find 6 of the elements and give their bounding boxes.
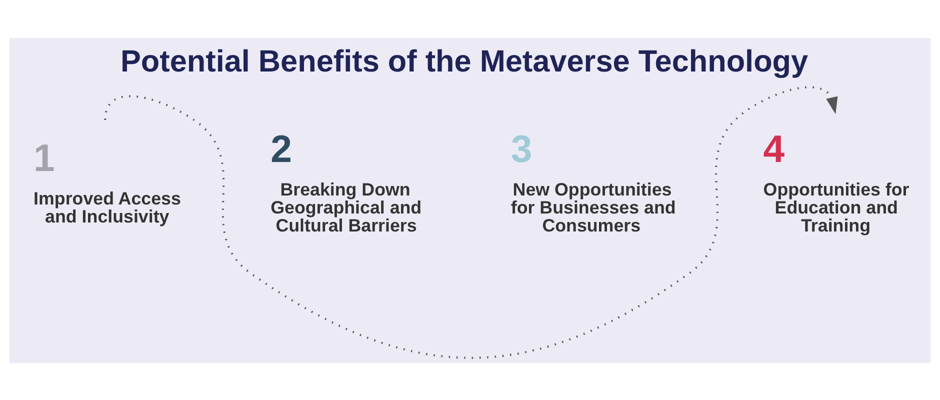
diagram-title: Potential Benefits of the Metaverse Technology bbox=[120, 44, 808, 78]
node-text: 3 New Opportunities for Businesses and Consumers bbox=[510, 128, 676, 235]
arrow bbox=[104, 86, 838, 358]
node-text: 4 Opportunities for Education and Training bbox=[763, 128, 910, 235]
node-text: 1 Improved Access and Inclusivity bbox=[34, 136, 181, 226]
node-text: 2 Breaking Down Geographical and Cultural Barriers bbox=[270, 128, 422, 235]
